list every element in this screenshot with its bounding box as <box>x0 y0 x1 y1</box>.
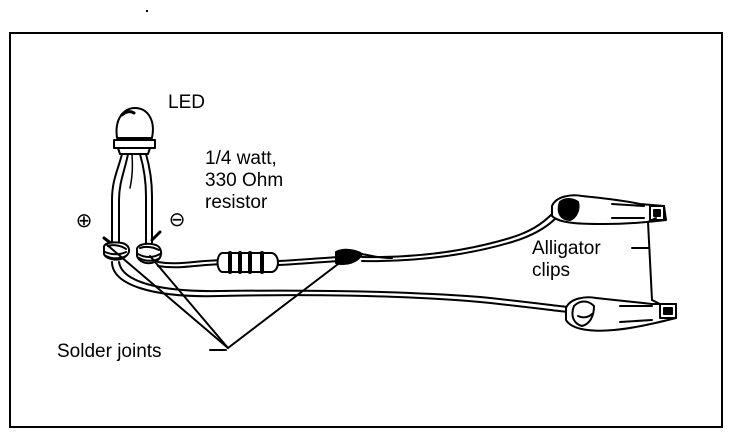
stray-mark <box>146 10 148 12</box>
alligator-label-line: Alligator <box>532 238 601 259</box>
solder-joint <box>135 242 163 265</box>
wire <box>361 213 553 259</box>
led-icon <box>113 107 156 155</box>
solder-joints-label: Solder joints <box>57 341 162 362</box>
positive-sign: ⊕ <box>75 210 93 232</box>
resistor-label-line: 330 Ohm <box>205 170 284 191</box>
resistor-icon <box>216 251 279 274</box>
alligator-clip-icon <box>551 194 667 225</box>
wire <box>157 263 223 269</box>
figure-frame <box>9 32 723 428</box>
alligator-clip-icon <box>565 296 677 332</box>
wire <box>157 259 223 265</box>
wire <box>111 261 569 313</box>
led-leads <box>102 153 162 259</box>
wire <box>277 256 341 262</box>
wire <box>277 260 341 266</box>
led-label: LED <box>168 92 205 113</box>
alligator-clips-label: Alligator clips <box>532 238 652 282</box>
wire <box>361 217 557 263</box>
callout-line <box>647 221 653 301</box>
negative-sign: ⊖ <box>168 209 186 231</box>
resistor-label-line: 1/4 watt, <box>205 148 277 169</box>
callout-line <box>647 217 657 223</box>
resistor-label: 1/4 watt, 330 Ohm resistor <box>205 148 335 214</box>
solder-callout-lines <box>105 243 347 351</box>
resistor-label-line: resistor <box>205 192 268 213</box>
callout-line <box>651 299 661 305</box>
alligator-label-line: clips <box>532 260 571 281</box>
